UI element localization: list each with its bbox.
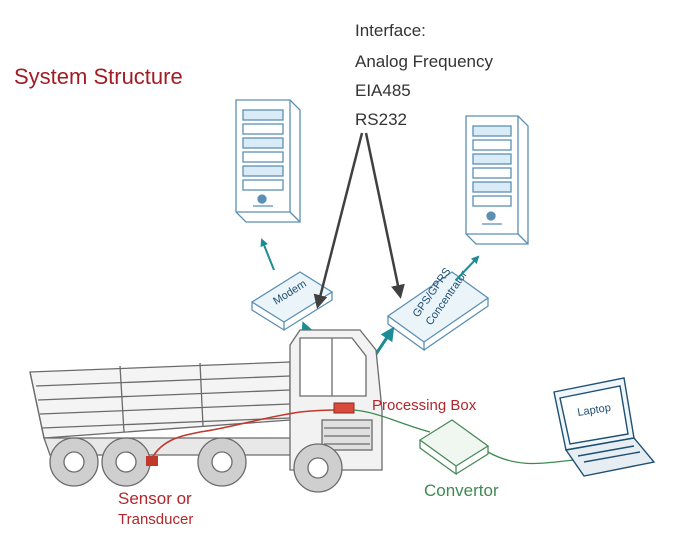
processing-box-icon: [333, 402, 355, 414]
sensor-label-line1: Sensor or: [118, 489, 192, 508]
convertor-icon: [418, 419, 490, 476]
interface-to-concentrator-arrow: [364, 132, 405, 299]
interface-item-rs232: RS232: [355, 110, 407, 129]
processing-box-label: Processing Box: [372, 397, 477, 414]
convertor-label: Convertor: [424, 481, 499, 500]
convertor-to-laptop-cable: [487, 451, 576, 465]
sensor-icon: [146, 456, 158, 466]
server-left-icon: [235, 99, 301, 223]
modem-to-server-arrow: [260, 238, 275, 271]
interface-to-modem-arrow: [313, 132, 364, 309]
concentrator-icon: [386, 271, 490, 352]
modem-icon: [250, 271, 334, 332]
interface-item-eia485: EIA485: [355, 81, 411, 100]
diagram-title: System Structure: [14, 64, 183, 89]
sensor-wire: [149, 409, 341, 463]
interface-heading: Interface:: [355, 21, 426, 40]
interface-item-analog-frequency: Analog Frequency: [355, 52, 493, 71]
sensor-label-line2: Transducer: [118, 511, 193, 528]
dump-truck-icon: [29, 329, 383, 493]
laptop-icon: [553, 377, 656, 477]
server-right-icon: [465, 115, 529, 245]
laptop-label: Laptop: [577, 402, 612, 419]
box-to-convertor-cable: [353, 409, 431, 433]
concentrator-to-server-arrow: [455, 255, 480, 281]
